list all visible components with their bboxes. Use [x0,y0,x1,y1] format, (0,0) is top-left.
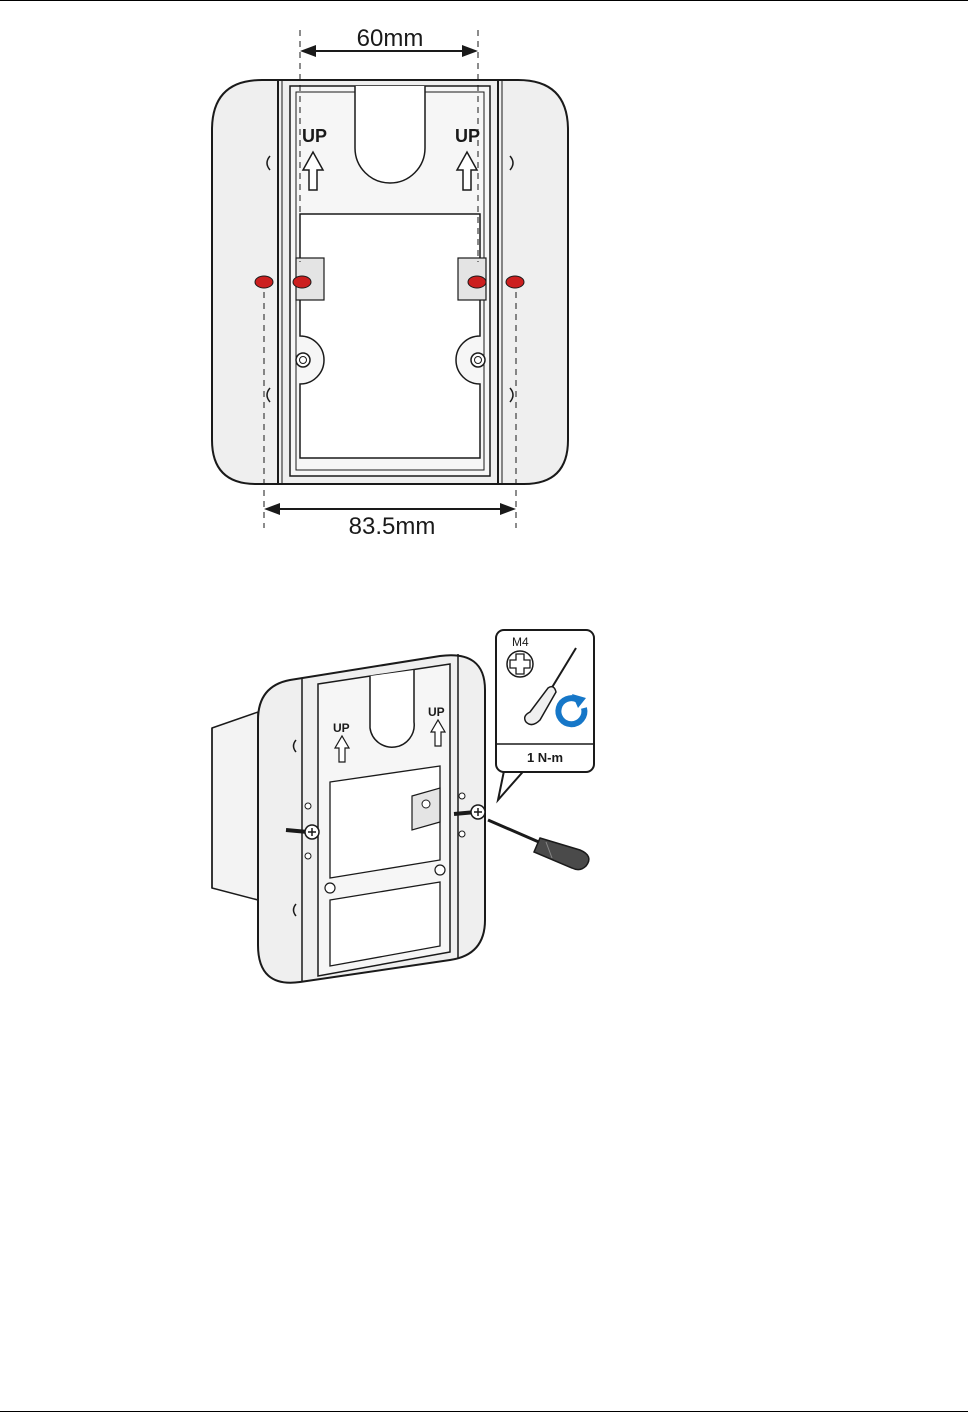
torque-label: 1 N-m [527,750,563,765]
junction-box [212,712,258,900]
mounting-hole [468,276,486,288]
footer-rule [0,1411,968,1412]
center-cutout [300,214,480,458]
bracket-dimension-diagram: UP UP 60mm 83.5mm [0,0,968,560]
bracket-installation-diagram: UP UP M4 1 N-m [0,620,968,1000]
dimension-label-bottom: 83.5mm [349,513,436,540]
up-label: UP [333,721,350,735]
up-label: UP [302,126,327,146]
top-keyhole-slot [355,86,425,183]
up-label: UP [428,705,445,719]
screwdriver-icon [488,820,589,870]
phillips-screw-icon [507,651,533,677]
up-label: UP [455,126,480,146]
mounting-hole [255,276,273,288]
mounting-hole [506,276,524,288]
screw-type-label: M4 [512,635,529,649]
mounting-hole [293,276,311,288]
dimension-label-top: 60mm [357,25,424,52]
